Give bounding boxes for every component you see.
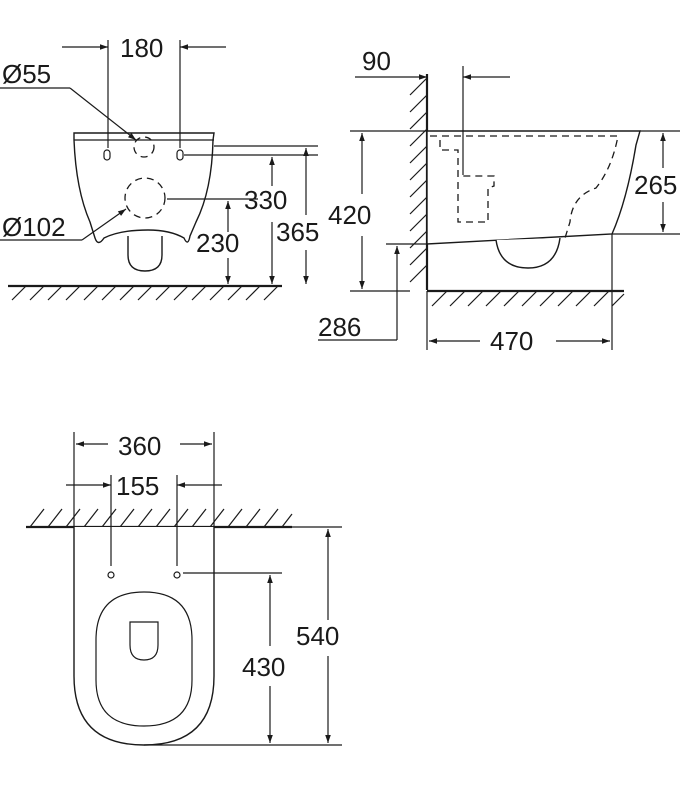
dim-265: 265 <box>634 170 677 200</box>
dim-330: 330 <box>244 185 287 215</box>
dim-230: 230 <box>196 228 239 258</box>
dim-420: 420 <box>328 200 371 230</box>
dim-470: 470 <box>490 326 533 356</box>
floor-hatch <box>11 285 279 301</box>
front-bowl-body <box>73 132 215 244</box>
dim-286: 286 <box>318 312 361 342</box>
top-wall-hatch <box>29 508 293 528</box>
top-fixing-hole-left <box>107 571 115 579</box>
dim-90: 90 <box>362 46 391 76</box>
top-fixing-hole-right <box>173 571 181 579</box>
top-bowl-outline <box>73 527 215 746</box>
dim-155: 155 <box>116 471 159 501</box>
dim-540: 540 <box>296 621 339 651</box>
dim-430: 430 <box>242 652 285 682</box>
water-inlet-circle <box>133 136 155 158</box>
top-view: 360 155 430 540 <box>26 431 342 746</box>
front-fixing-hole-left <box>103 149 111 161</box>
side-inner-dashed <box>430 135 619 239</box>
wall-hatch <box>409 77 428 283</box>
dim-360: 360 <box>118 431 161 461</box>
dim-dia-55: Ø55 <box>2 59 51 89</box>
outlet-circle <box>124 177 166 219</box>
top-outlet <box>129 621 159 661</box>
side-bowl-body <box>426 130 641 245</box>
side-floor-hatch <box>431 290 625 307</box>
front-pan-outlet <box>127 236 163 272</box>
side-inlet-dashed <box>439 140 495 223</box>
dim-180: 180 <box>120 33 163 63</box>
front-view: 180 Ø55 Ø102 230 330 365 <box>0 33 319 301</box>
dim-dia-102: Ø102 <box>2 212 66 242</box>
dim-365: 365 <box>276 217 319 247</box>
side-outlet <box>495 237 561 269</box>
top-inner-rim <box>95 591 193 727</box>
front-fixing-hole-right <box>176 149 184 161</box>
side-view: 90 420 265 286 470 <box>318 46 680 356</box>
